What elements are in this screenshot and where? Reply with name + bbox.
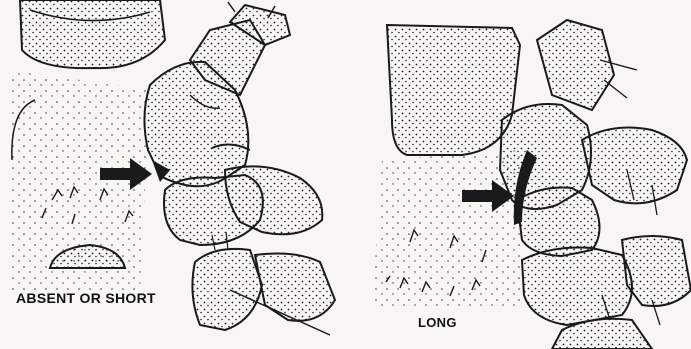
caption-long: LONG: [418, 315, 457, 330]
body-segment-top: [20, 0, 165, 68]
leg-lower: [522, 248, 632, 326]
leg-lower-segment: [255, 254, 335, 321]
panel-long: LONG: [352, 0, 691, 349]
body-segment-block: [387, 25, 520, 155]
leg-segment-upper: [537, 20, 614, 110]
caption-absent-or-short: ABSENT OR SHORT: [16, 290, 156, 306]
leg-lower: [192, 249, 262, 330]
leg-middle: [582, 128, 687, 204]
body-surface: [372, 150, 522, 310]
illustration-long-spur: [352, 0, 691, 349]
leg-middle-segment: [517, 188, 600, 257]
leg-lower-segment: [622, 236, 691, 306]
panel-absent-or-short: ABSENT OR SHORT: [0, 0, 340, 349]
